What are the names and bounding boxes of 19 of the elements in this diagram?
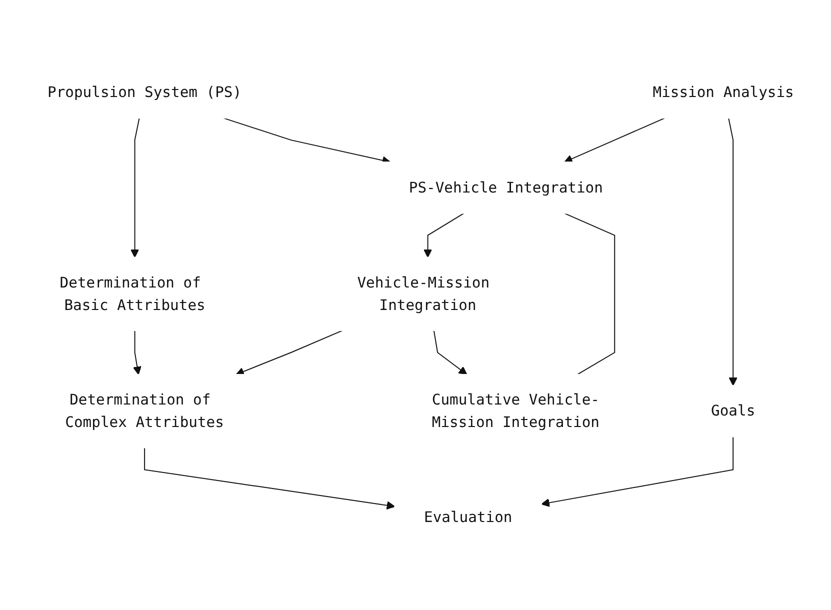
arrow [728, 118, 738, 386]
arrow [433, 330, 468, 375]
connector [564, 212, 616, 376]
node-text: Goals [711, 402, 756, 420]
node-text: Vehicle-Mission Integration [357, 274, 490, 314]
arrow [564, 118, 666, 163]
node-text: PS-Vehicle Integration [408, 178, 603, 196]
arrow [130, 118, 140, 258]
node-text: Evaluation [424, 508, 512, 526]
node-text: Determination of Basic Attributes [60, 274, 206, 314]
node-text: Propulsion System (PS) [48, 84, 242, 102]
arrow [144, 447, 396, 510]
arrow [236, 330, 343, 376]
node-text: Determination of Complex Attributes [65, 391, 224, 431]
arrow [541, 436, 734, 508]
arrow [132, 330, 142, 375]
node-text: Cumulative Vehicle-Mission Integration [432, 391, 600, 431]
arrow [424, 212, 464, 258]
node-text: Mission Analysis [652, 84, 794, 102]
